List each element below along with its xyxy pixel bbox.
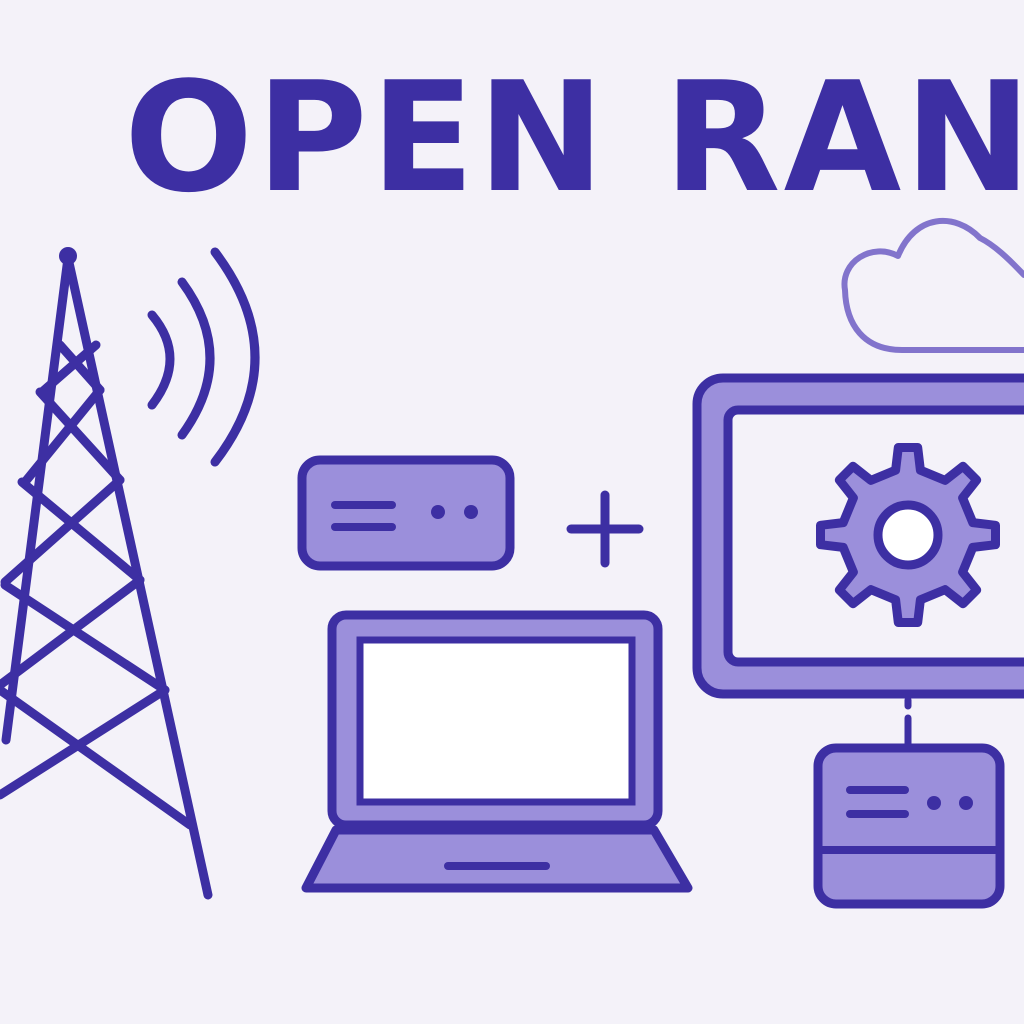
page-title: OPEN RAN bbox=[124, 49, 1024, 226]
gear-icon bbox=[816, 443, 1000, 627]
network-device-icon bbox=[813, 743, 1005, 909]
cell-tower-icon bbox=[0, 247, 213, 900]
plus-icon bbox=[566, 490, 644, 568]
laptop-icon bbox=[301, 610, 693, 893]
server-unit-icon bbox=[297, 455, 515, 571]
gear-hole bbox=[873, 500, 943, 570]
signal-waves-icon bbox=[147, 247, 260, 467]
cloud-icon bbox=[841, 217, 1024, 353]
